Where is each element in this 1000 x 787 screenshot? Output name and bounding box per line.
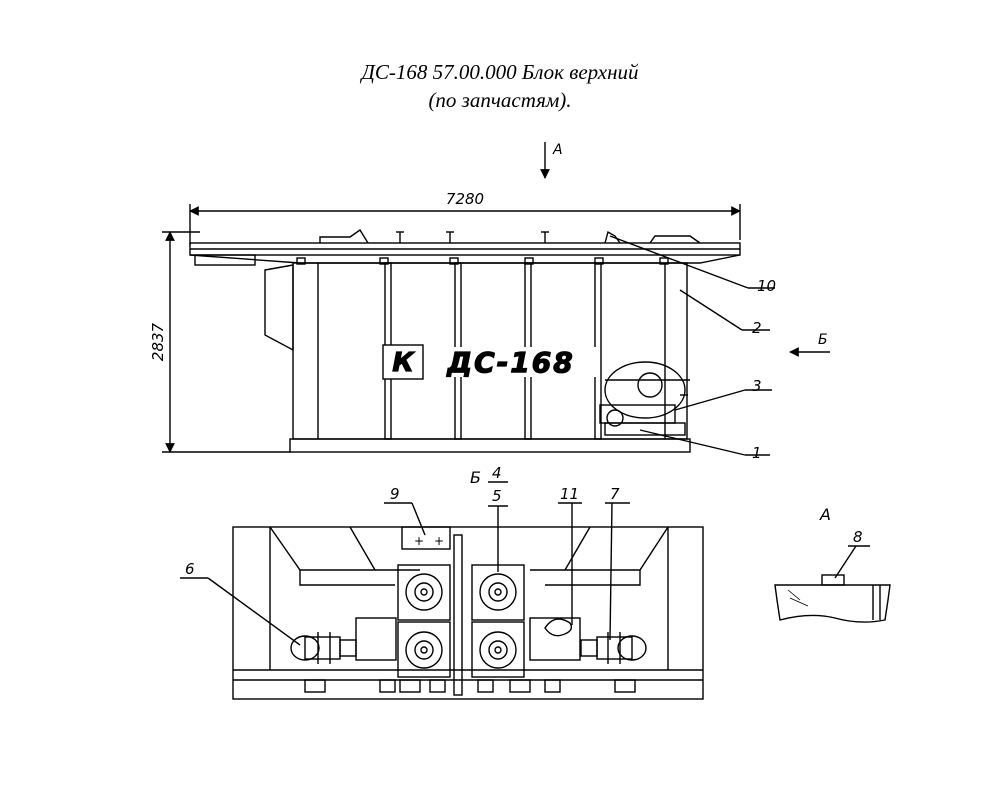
drawing-subtitle: (по запчастям). bbox=[428, 88, 572, 112]
view-b-marker: Б bbox=[818, 332, 828, 348]
width-dimension: 7280 bbox=[446, 190, 484, 208]
callout-1: 1 bbox=[752, 444, 762, 462]
box9-mark-left: + bbox=[414, 534, 424, 548]
ds-168-logo: К ДС-168 bbox=[382, 344, 596, 380]
callout-9: 9 bbox=[390, 485, 400, 503]
height-dimension: 2837 bbox=[149, 322, 167, 361]
view-a-detail bbox=[774, 574, 891, 623]
view-a-label: А bbox=[819, 505, 831, 524]
box9-mark-right: + bbox=[434, 534, 444, 548]
logo-text: ДС-168 bbox=[446, 346, 575, 379]
callout-2: 2 bbox=[752, 319, 762, 337]
callout-11: 11 bbox=[560, 485, 579, 503]
callout-7: 7 bbox=[610, 485, 620, 503]
callout-4: 4 bbox=[492, 464, 502, 482]
callout-leaders-front bbox=[609, 235, 775, 456]
callout-3: 3 bbox=[752, 377, 762, 395]
callout-8: 8 bbox=[853, 528, 863, 546]
section-b-view bbox=[232, 526, 704, 700]
front-view bbox=[162, 204, 741, 453]
view-a-marker: А bbox=[552, 142, 563, 158]
callout-leaders-section bbox=[180, 481, 870, 646]
logo-mark: К bbox=[392, 348, 415, 378]
callout-5: 5 bbox=[492, 487, 502, 505]
callout-10: 10 bbox=[757, 277, 776, 295]
callout-6: 6 bbox=[185, 560, 195, 578]
drawing-title: ДС-168 57.00.000 Блок верхний bbox=[361, 60, 639, 84]
section-b-marker: Б bbox=[470, 468, 481, 487]
